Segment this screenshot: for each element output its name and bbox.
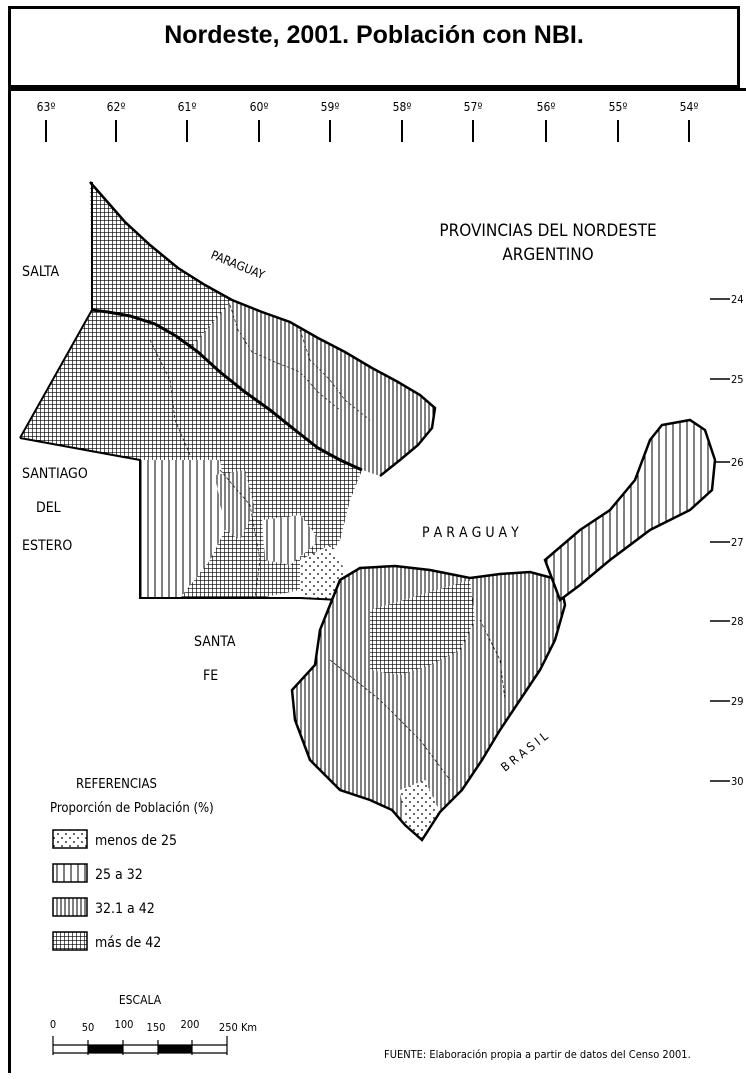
longitude-label: 60º [250, 100, 269, 114]
longitude-axis: 63º 62º 61º 60º 59º 58º 57º 56º 55º 54º [37, 100, 699, 142]
province-formosa [89, 181, 437, 477]
title-box: Nordeste, 2001. Población con NBI. [8, 6, 740, 88]
latitude-tick: 27 [710, 536, 744, 549]
latitude-tick: 24 [710, 293, 744, 306]
longitude-tick: 59º [321, 100, 340, 142]
longitude-tick: 56º [537, 100, 556, 142]
page-title: Nordeste, 2001. Población con NBI. [164, 21, 584, 49]
legend-swatch-dots [52, 829, 88, 849]
longitude-tick: 57º [464, 100, 483, 142]
longitude-label: 54º [680, 100, 699, 114]
latitude-label: 25 [731, 373, 744, 386]
label-salta: SALTA [22, 264, 60, 280]
latitude-label: 27 [731, 536, 744, 549]
scale-tick-label: 50 [82, 1021, 95, 1034]
label-del: DEL [36, 500, 61, 516]
legend: REFERENCIAS Proporción de Población (%) … [50, 777, 214, 951]
longitude-tick: 60º [250, 100, 269, 142]
map-heading-line1: PROVINCIAS DEL NORDESTE [439, 221, 656, 241]
legend-swatch-grid [52, 931, 88, 951]
longitude-label: 58º [393, 100, 412, 114]
legend-label: más de 42 [95, 935, 161, 951]
scale-tick-label: 200 [181, 1018, 200, 1031]
label-fe: FE [203, 668, 218, 684]
latitude-tick: 30 [710, 775, 744, 788]
longitude-label: 56º [537, 100, 556, 114]
province-corrientes-misiones [290, 418, 717, 842]
legend-heading: REFERENCIAS [76, 777, 157, 792]
scale-label: ESCALA [119, 993, 162, 1007]
legend-label: 32.1 a 42 [95, 901, 155, 917]
label-santiago: SANTIAGO [22, 466, 88, 482]
longitude-tick: 58º [393, 100, 412, 142]
longitude-label: 57º [464, 100, 483, 114]
label-brasil: B R A S I L [498, 729, 550, 774]
longitude-tick: 61º [178, 100, 197, 142]
legend-label: menos de 25 [95, 833, 177, 849]
latitude-axis: 24 25 26 27 28 29 30 [710, 293, 744, 788]
source-note: FUENTE: Elaboración propia a partir de d… [384, 1048, 691, 1061]
label-paraguay-south: P A R A G U A Y [422, 525, 519, 541]
longitude-tick: 62º [107, 100, 126, 142]
legend-item: menos de 25 [52, 829, 177, 849]
longitude-label: 61º [178, 100, 197, 114]
legend-swatch-narrow-lines [52, 897, 88, 917]
map-heading-line2: ARGENTINO [502, 245, 593, 265]
longitude-label: 59º [321, 100, 340, 114]
longitude-label: 55º [609, 100, 628, 114]
legend-label: 25 a 32 [95, 867, 143, 883]
legend-item: 25 a 32 [52, 863, 143, 883]
longitude-tick: 63º [37, 100, 56, 142]
scale-tick-label: 0 [50, 1018, 56, 1031]
longitude-label: 62º [107, 100, 126, 114]
longitude-tick: 55º [609, 100, 628, 142]
latitude-tick: 28 [710, 615, 744, 628]
latitude-label: 28 [731, 615, 744, 628]
label-paraguay-north: PARAGUAY [209, 248, 267, 282]
latitude-label: 29 [731, 695, 744, 708]
legend-item: más de 42 [52, 931, 161, 951]
label-santa: SANTA [194, 634, 236, 650]
scale-tick-label: 100 [115, 1018, 134, 1031]
latitude-label: 30 [731, 775, 744, 788]
scale-tick-label: 150 [147, 1021, 166, 1034]
label-estero: ESTERO [22, 538, 72, 554]
latitude-label: 24 [731, 293, 744, 306]
scale-tick-label: 250 Km [219, 1021, 257, 1034]
latitude-tick: 25 [710, 373, 744, 386]
province-chaco [19, 182, 363, 601]
map-frame [8, 88, 746, 1073]
legend-swatch-wide-lines [52, 863, 88, 883]
latitude-label: 26 [731, 456, 744, 469]
longitude-label: 63º [37, 100, 56, 114]
legend-item: 32.1 a 42 [52, 897, 155, 917]
longitude-tick: 54º [680, 100, 699, 142]
legend-subheading: Proporción de Población (%) [50, 801, 214, 816]
latitude-tick: 29 [710, 695, 744, 708]
scale-bar: ESCALA 0 50 100 150 200 250 Km [50, 993, 257, 1055]
